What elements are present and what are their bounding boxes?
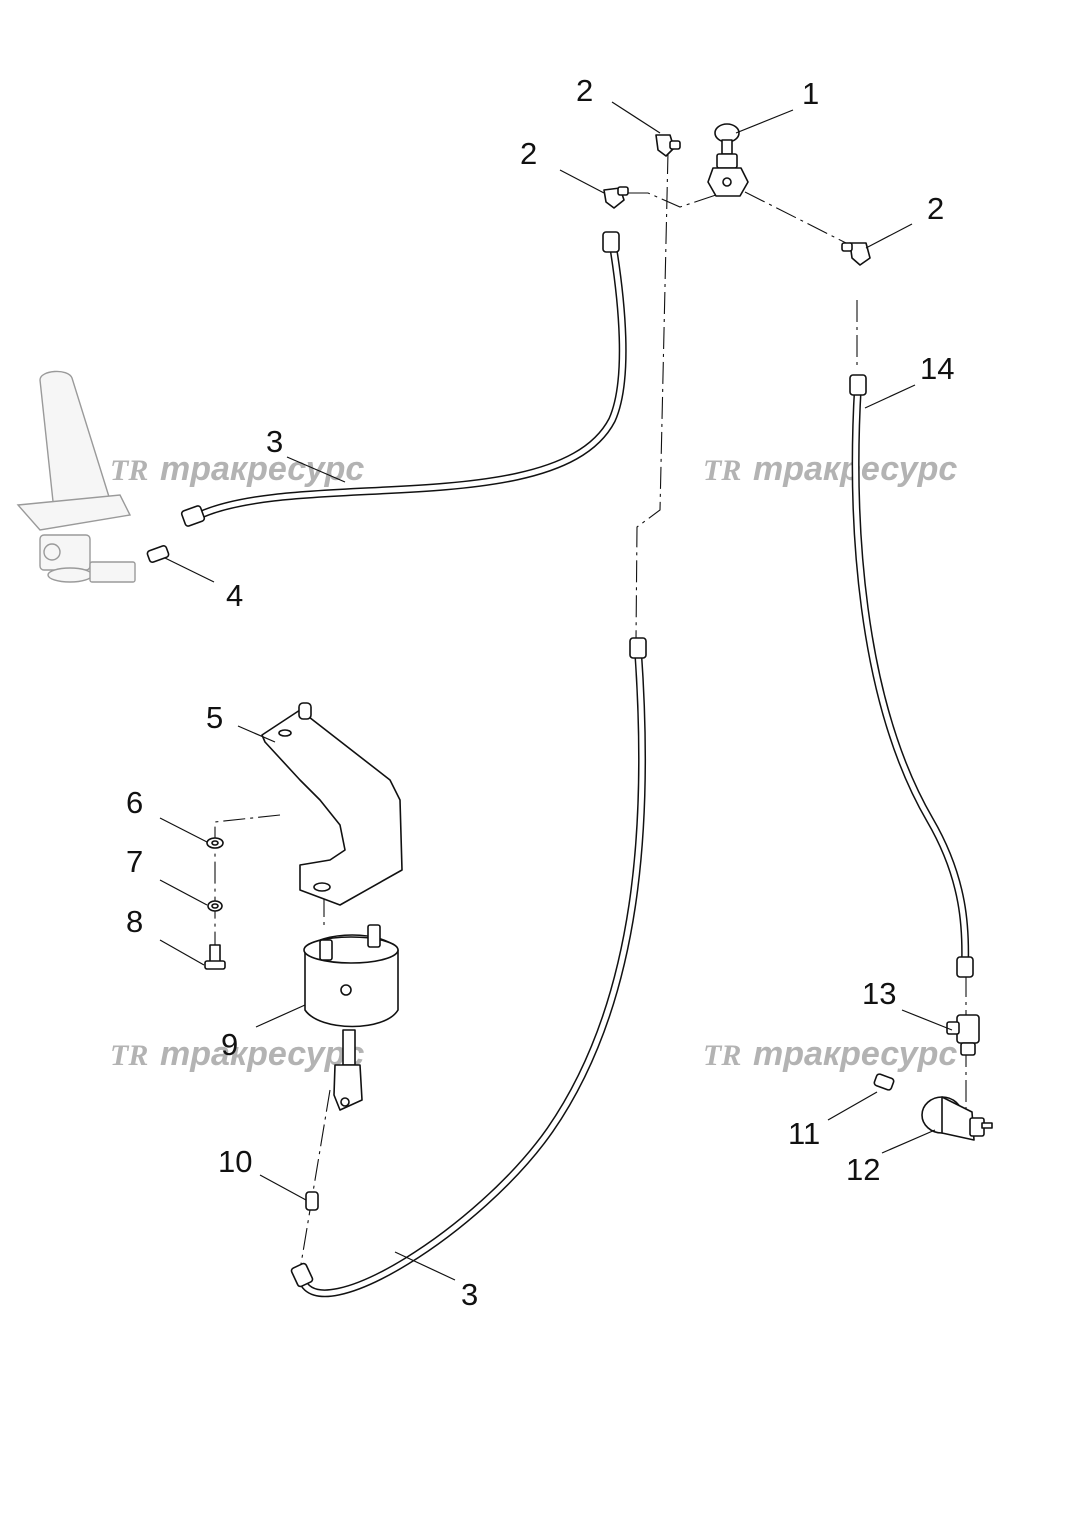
watermark-logo: TR (703, 1039, 741, 1072)
watermark-text: тракресурс (753, 1035, 957, 1073)
watermark-1: TR тракресурс (110, 450, 364, 488)
watermark-3: TR тракресурс (110, 1035, 364, 1073)
callout-14: 14 (920, 351, 954, 386)
watermark-text: тракресурс (160, 450, 364, 488)
callout-11: 11 (788, 1116, 820, 1151)
callout-2a: 2 (576, 73, 593, 108)
brake-chamber (303, 924, 399, 1111)
callout-13: 13 (862, 976, 896, 1011)
callout-3b: 3 (461, 1277, 478, 1312)
watermark-text: тракресурс (160, 1035, 364, 1073)
assembly-chain-lines (214, 151, 967, 1271)
lock-washer (207, 900, 223, 912)
elbow-fitting-top (655, 134, 681, 157)
callout-5: 5 (206, 700, 223, 735)
bolt (204, 944, 226, 970)
elbow-fitting-right (841, 242, 871, 266)
hand-control-valve (707, 123, 749, 197)
hose-3-upper (180, 231, 627, 527)
chain-valve-down (635, 151, 669, 641)
nipple-fitting (305, 1191, 319, 1211)
callout-12: 12 (846, 1152, 880, 1187)
leader-lines (159, 101, 953, 1281)
brake-pedal-reference (16, 370, 136, 583)
callout-6: 6 (126, 785, 143, 820)
chain-bolt (214, 814, 281, 950)
hose-14 (849, 374, 974, 978)
callout-7: 7 (126, 844, 143, 879)
callout-10: 10 (218, 1144, 252, 1179)
flat-washer (206, 837, 224, 849)
tee-fitting (946, 1014, 980, 1056)
chain-valve-right (744, 191, 851, 246)
elbow-fitting-left (603, 186, 629, 209)
callout-4: 4 (226, 578, 243, 613)
callout-3a: 3 (266, 424, 283, 459)
watermark-logo: TR (703, 454, 741, 487)
chain-valve-left (628, 191, 726, 208)
connector-fitting (873, 1073, 895, 1091)
callout-2b: 2 (520, 136, 537, 171)
watermark-logo: TR (110, 1039, 148, 1072)
callout-labels: 1 2 2 2 3 3 4 5 6 7 8 9 10 11 12 13 14 (126, 73, 954, 1312)
pressure-switch (921, 1096, 993, 1141)
watermark-4: TR тракресурс (703, 1035, 957, 1073)
hose-3-lower (290, 637, 647, 1298)
callout-9: 9 (221, 1027, 238, 1062)
adapter-fitting (146, 544, 170, 564)
mounting-bracket (261, 702, 403, 906)
watermark-2: TR тракресурс (703, 450, 957, 488)
chain-chamber-fitting (299, 1089, 331, 1271)
callout-2c: 2 (927, 191, 944, 226)
callout-8: 8 (126, 904, 143, 939)
callout-1: 1 (802, 76, 819, 111)
watermark-logo: TR (110, 454, 148, 487)
